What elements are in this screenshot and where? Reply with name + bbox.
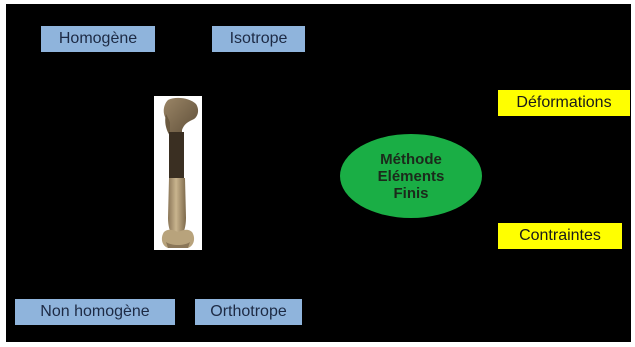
method-line-3: Finis (393, 185, 428, 202)
deformations-label: Déformations (498, 90, 630, 116)
orthotrope-label: Orthotrope (195, 299, 302, 325)
method-line-1: Méthode (380, 151, 442, 168)
femur-bone-image (154, 96, 202, 250)
method-line-2: Eléments (378, 168, 445, 185)
finite-element-method-ellipse: Méthode Eléments Finis (340, 134, 482, 218)
slide-canvas: Homogène Isotrope Non homogène Orthotrop… (6, 4, 631, 342)
non-homogene-label: Non homogène (15, 299, 175, 325)
homogene-label: Homogène (41, 26, 155, 52)
femur-bone-icon (154, 96, 202, 250)
contraintes-label: Contraintes (498, 223, 622, 249)
isotrope-label: Isotrope (212, 26, 305, 52)
